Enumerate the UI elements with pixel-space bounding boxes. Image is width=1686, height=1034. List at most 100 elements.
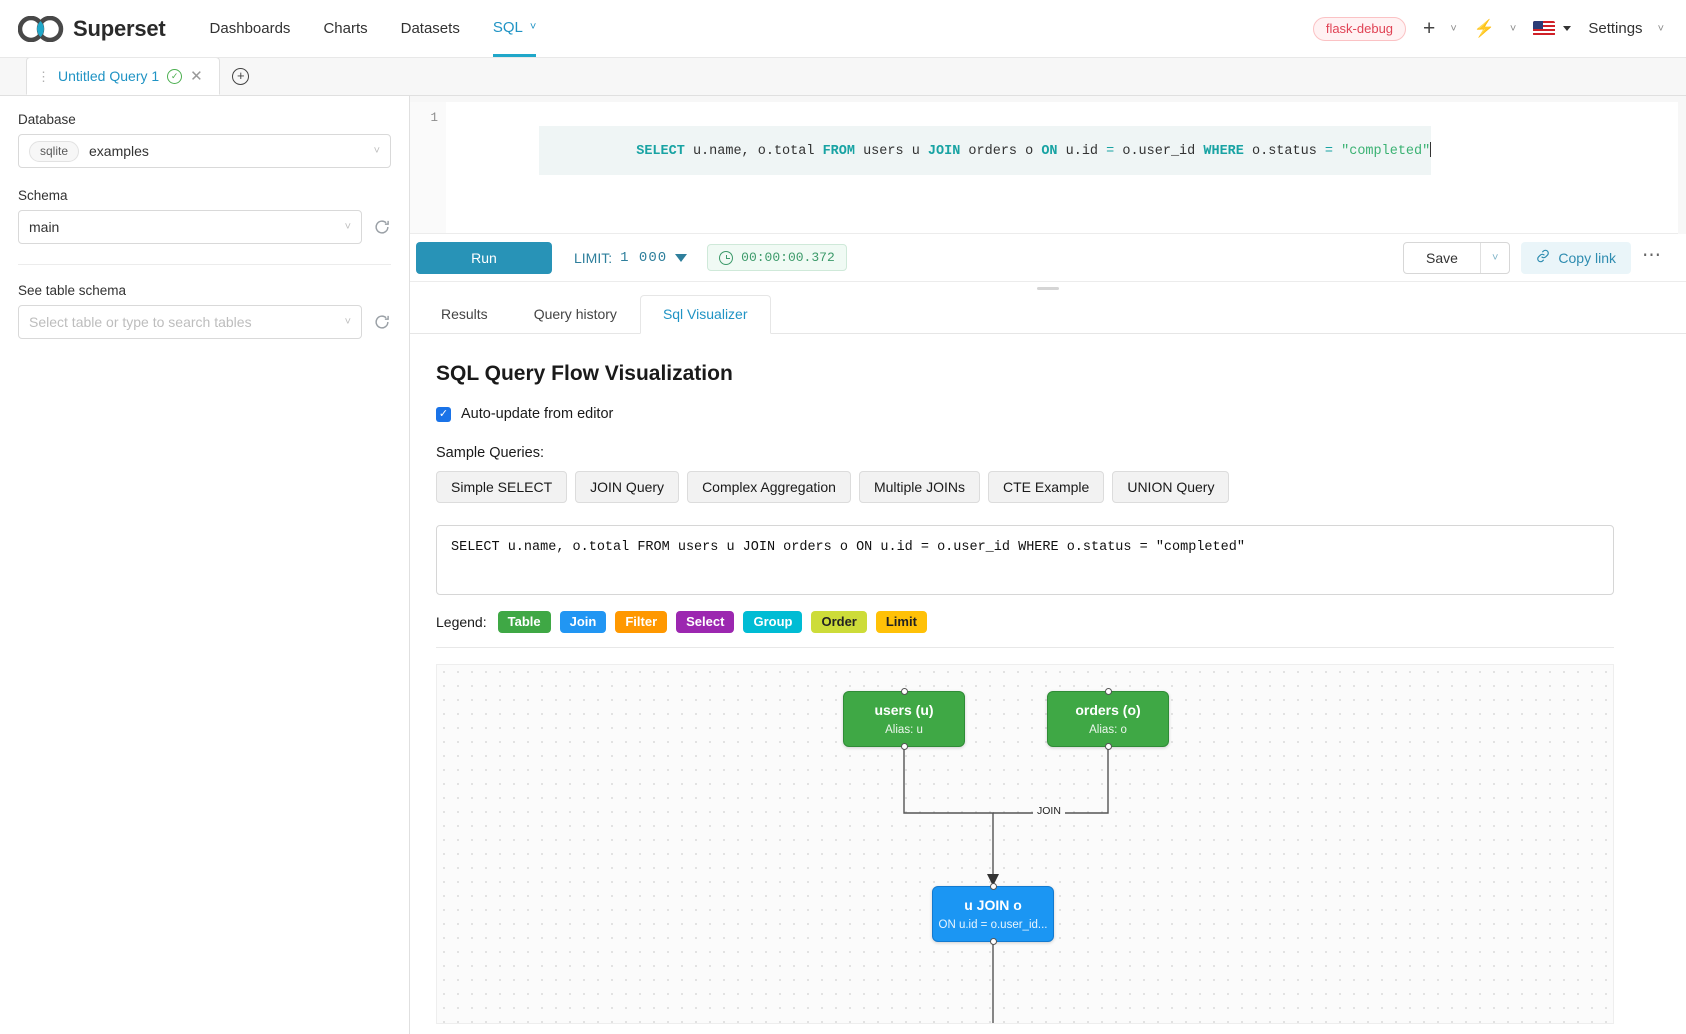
sql-editor[interactable]: 1 SELECT u.name, o.total FROM users u JO… (410, 102, 1678, 234)
table-schema-label: See table schema (18, 283, 127, 298)
copy-link-button[interactable]: Copy link (1521, 241, 1631, 274)
panel-resize-row[interactable] (410, 282, 1686, 294)
chevron-down-icon: ˅ (529, 21, 537, 33)
check-circle-icon: ✓ (167, 68, 183, 84)
tab-query-history-label: Query history (533, 306, 617, 322)
plus-circle-icon: + (232, 67, 250, 85)
legend-label: Legend: (436, 614, 487, 630)
token-join: JOIN (927, 144, 961, 159)
nav-link-datasets[interactable]: Datasets (401, 0, 460, 57)
triangle-down-icon (1563, 26, 1572, 31)
flow-node-users-subtitle: Alias: u (885, 724, 923, 736)
editor-code-area[interactable]: SELECT u.name, o.total FROM users u JOIN… (446, 102, 1678, 233)
drag-handle-icon[interactable]: ⋮ (37, 68, 50, 84)
legend-row: Legend: Table Join Filter Select Group O… (436, 611, 1654, 633)
superset-brand[interactable]: Superset (18, 15, 166, 42)
sample-query-join-query[interactable]: JOIN Query (575, 471, 680, 503)
query-tab-strip: ⋮ Untitled Query 1 ✓ ✕ + (0, 57, 1686, 96)
sql-input-textarea[interactable] (436, 525, 1614, 595)
tab-query-history[interactable]: Query history (511, 295, 640, 334)
database-label: Database (18, 112, 76, 127)
sample-queries-label: Sample Queries: (436, 445, 544, 461)
save-button[interactable]: Save ˅ (1403, 241, 1511, 274)
sample-query-multiple-joins[interactable]: Multiple JOINs (858, 471, 980, 503)
node-port-top (989, 883, 997, 890)
chevron-down-icon: ˅ (344, 221, 351, 233)
flow-canvas[interactable]: users (u) Alias: u orders (o) Alias: o J… (436, 664, 1614, 1024)
database-select[interactable]: sqlite examples ˅ (18, 134, 391, 168)
node-port-bottom (1104, 743, 1112, 750)
token-status: o.status (1243, 144, 1325, 159)
left-panel: Database sqlite examples ˅ Schema main ˅… (0, 96, 410, 1034)
node-port-top (900, 688, 908, 695)
sample-query-union-query[interactable]: UNION Query (1112, 471, 1230, 503)
sample-query-complex-aggregation[interactable]: Complex Aggregation (687, 471, 851, 503)
auto-update-checkbox[interactable]: ✓ (436, 406, 451, 422)
more-options-icon[interactable]: ⋯ (1642, 244, 1662, 266)
nav-link-sql[interactable]: SQL ˅ (492, 0, 537, 57)
new-menu-button[interactable]: + ˅ (1423, 18, 1457, 39)
settings-label: Settings (1588, 20, 1643, 37)
plus-icon: + (1423, 17, 1436, 40)
token-users: users u (854, 144, 928, 159)
legend-chip-filter: Filter (615, 611, 668, 633)
chevron-down-icon[interactable]: ˅ (1491, 251, 1499, 264)
superset-logo-icon (18, 15, 64, 42)
limit-value: 1 000 (620, 249, 668, 266)
flow-node-users[interactable]: users (u) Alias: u (843, 688, 965, 750)
chevron-down-icon: ˅ (1509, 22, 1517, 35)
sample-query-cte-example[interactable]: CTE Example (987, 471, 1105, 503)
tab-sql-visualizer[interactable]: Sql Visualizer (639, 295, 771, 334)
nav-link-charts-label: Charts (323, 20, 368, 37)
flow-node-orders[interactable]: orders (o) Alias: o (1047, 688, 1169, 750)
token-uid: u.id (1057, 144, 1107, 159)
nav-links: Dashboards Charts Datasets SQL ˅ (210, 0, 537, 57)
flow-node-join[interactable]: u JOIN o ON u.id = o.user_id... (932, 883, 1054, 945)
flow-edges (903, 747, 1109, 1023)
actions-menu-button[interactable]: ⚡ ˅ (1474, 20, 1517, 37)
flow-node-orders-title: orders (o) (1075, 702, 1141, 718)
auto-update-label: Auto-update from editor (461, 406, 614, 422)
node-port-top (1104, 688, 1112, 695)
text-cursor (1430, 142, 1432, 157)
table-select[interactable]: Select table or type to search tables ˅ (18, 305, 362, 339)
tab-results-label: Results (441, 306, 488, 322)
legend-chip-group: Group (743, 611, 803, 633)
flask-debug-badge: flask-debug (1312, 16, 1407, 41)
tab-results[interactable]: Results (418, 295, 511, 334)
right-column: 1 SELECT u.name, o.total FROM users u JO… (410, 96, 1686, 1034)
nav-link-dashboards[interactable]: Dashboards (210, 0, 291, 57)
run-button[interactable]: Run (416, 241, 552, 274)
refresh-schema-icon[interactable] (373, 218, 391, 236)
toolbar-right: Save ˅ Copy link ⋯ (1403, 241, 1662, 274)
flow-node-join-subtitle: ON u.id = o.user_id... (938, 919, 1048, 931)
limit-label: LIMIT: (574, 249, 613, 266)
nav-link-charts[interactable]: Charts (323, 0, 367, 57)
auto-update-row: ✓ Auto-update from editor (436, 406, 1654, 422)
token-completed: "completed" (1341, 144, 1431, 159)
language-menu-button[interactable] (1533, 21, 1572, 36)
table-select-row: Select table or type to search tables ˅ (18, 305, 391, 339)
save-button-label: Save (1426, 249, 1458, 266)
close-icon[interactable]: ✕ (190, 67, 203, 85)
sample-query-simple-select[interactable]: Simple SELECT (436, 471, 568, 503)
schema-value: main (29, 219, 60, 235)
node-port-bottom (900, 743, 908, 750)
link-icon (1536, 249, 1550, 266)
limit-dropdown[interactable]: LIMIT: 1 000 (574, 249, 688, 266)
resize-handle[interactable] (1037, 286, 1059, 290)
token-from: FROM (822, 144, 855, 159)
new-query-tab-button[interactable]: + (220, 57, 262, 95)
result-tabs: Results Query history Sql Visualizer (410, 294, 1686, 334)
query-tab-untitled-query-1[interactable]: ⋮ Untitled Query 1 ✓ ✕ (26, 57, 220, 95)
chevron-down-icon: ˅ (1450, 22, 1457, 35)
token-eq2: = (1324, 144, 1334, 159)
token-cols: u.name, o.total (684, 144, 823, 159)
database-engine-pill: sqlite (29, 140, 80, 162)
clock-icon (719, 250, 734, 265)
token-userid: o.user_id (1114, 144, 1204, 159)
triangle-down-icon (675, 253, 688, 262)
refresh-tables-icon[interactable] (373, 313, 391, 331)
schema-select[interactable]: main ˅ (18, 210, 362, 244)
settings-menu-button[interactable]: Settings ˅ (1588, 20, 1664, 37)
